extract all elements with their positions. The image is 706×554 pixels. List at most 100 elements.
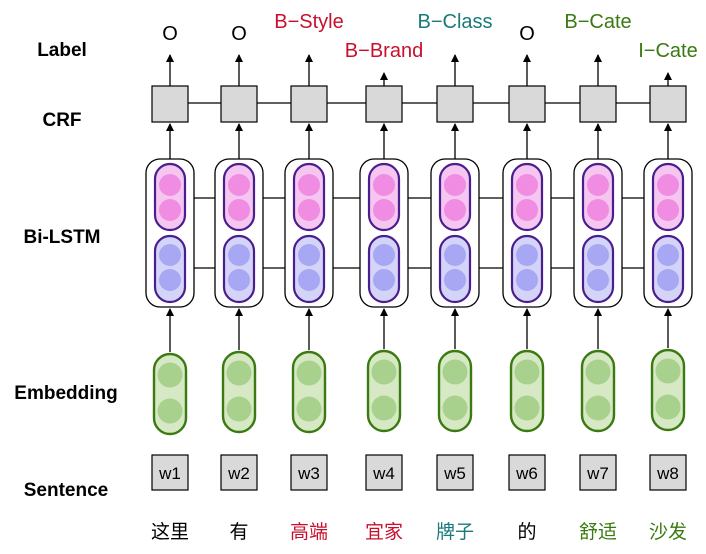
backward-unit: [516, 199, 538, 221]
embedding-unit: [585, 359, 611, 385]
row-label-sentence: Sentence: [24, 480, 108, 501]
crf-node: [365, 85, 403, 123]
embedding-unit: [442, 395, 468, 421]
backward-unit: [298, 199, 320, 221]
crf-node: [436, 85, 474, 123]
forward-unit: [516, 269, 538, 291]
word-token: w2: [227, 464, 250, 483]
word-token-box: [220, 454, 258, 491]
embedding-unit: [514, 395, 540, 421]
crf-node: [508, 85, 546, 123]
forward-unit: [444, 244, 466, 266]
row-label-crf: CRF: [42, 110, 81, 131]
forward-unit: [657, 269, 679, 291]
word-token-box: [290, 454, 328, 491]
backward-unit: [228, 174, 250, 196]
token-column: Ow1 这里: [145, 23, 195, 543]
word-token: w1: [158, 464, 181, 483]
backward-unit: [587, 174, 609, 196]
token-column: B−Class w5 牌子: [417, 11, 492, 543]
row-label-label: Label: [37, 40, 87, 61]
crf-node: [151, 85, 189, 123]
backward-unit: [298, 174, 320, 196]
token-column: I−Cate w8 沙发: [638, 40, 697, 543]
forward-unit: [587, 244, 609, 266]
embedding-unit: [296, 396, 322, 422]
embedding-unit: [585, 395, 611, 421]
word-token-box: [579, 454, 617, 491]
forward-unit: [159, 269, 181, 291]
embedding-unit: [655, 394, 681, 420]
word-token: w3: [297, 464, 320, 483]
embedding-unit: [296, 360, 322, 386]
backward-unit: [587, 199, 609, 221]
word-token-box: [649, 454, 687, 491]
chinese-word: 沙发: [649, 521, 687, 543]
backward-unit: [373, 174, 395, 196]
forward-unit: [373, 244, 395, 266]
backward-unit: [444, 174, 466, 196]
forward-unit: [373, 269, 395, 291]
embedding-unit: [157, 362, 183, 388]
chinese-word: 舒适: [579, 521, 617, 543]
word-token-box: [436, 454, 474, 491]
output-tag: B−Style: [274, 11, 343, 33]
embedding-unit: [226, 396, 252, 422]
output-tag: O: [231, 23, 247, 45]
forward-unit: [298, 244, 320, 266]
forward-unit: [444, 269, 466, 291]
embedding-unit: [157, 398, 183, 424]
output-tag: B−Class: [417, 11, 492, 33]
output-tag: O: [162, 23, 178, 45]
word-token: w4: [372, 464, 395, 483]
word-token-box: [508, 454, 546, 491]
chinese-word: 的: [517, 521, 536, 543]
forward-unit: [159, 244, 181, 266]
backward-unit: [159, 199, 181, 221]
row-label-embedding: Embedding: [14, 383, 117, 404]
crf-node: [220, 85, 258, 123]
backward-unit: [228, 199, 250, 221]
backward-unit: [373, 199, 395, 221]
crf-node: [290, 85, 328, 123]
token-column: Ow6 的: [502, 23, 552, 543]
chinese-word: 有: [229, 521, 248, 543]
chinese-word: 牌子: [436, 521, 474, 543]
row-label-bilstm: Bi-LSTM: [23, 227, 100, 248]
embedding-unit: [371, 395, 397, 421]
word-token-box: [151, 454, 189, 491]
chinese-word: 这里: [151, 521, 189, 543]
embedding-unit: [514, 359, 540, 385]
embedding-unit: [442, 359, 468, 385]
embedding-unit: [226, 360, 252, 386]
token-columns: Ow1 这里 Ow2 有 B−Style w3 高端 B−Brand w4 宜家 B−Class w5…: [145, 11, 698, 543]
output-tag: O: [519, 23, 535, 45]
chinese-word: 高端: [290, 521, 328, 543]
output-tag: I−Cate: [638, 40, 697, 62]
backward-unit: [657, 199, 679, 221]
word-token: w7: [586, 464, 609, 483]
word-token-box: [365, 454, 403, 491]
forward-unit: [228, 269, 250, 291]
token-column: B−Brand w4 宜家: [345, 40, 423, 543]
embedding-unit: [655, 358, 681, 384]
forward-unit: [228, 244, 250, 266]
token-column: Ow2 有: [214, 23, 264, 543]
token-column: B−Cate w7 舒适: [564, 11, 631, 543]
word-token: w8: [656, 464, 679, 483]
word-token: w6: [515, 464, 538, 483]
word-token: w5: [443, 464, 466, 483]
backward-unit: [657, 174, 679, 196]
forward-unit: [298, 269, 320, 291]
forward-unit: [516, 244, 538, 266]
chinese-word: 宜家: [365, 521, 403, 543]
crf-node: [579, 85, 617, 123]
crf-node: [649, 85, 687, 123]
output-tag: B−Brand: [345, 40, 423, 62]
forward-unit: [587, 269, 609, 291]
token-column: B−Style w3 高端: [274, 11, 343, 543]
embedding-unit: [371, 359, 397, 385]
backward-unit: [444, 199, 466, 221]
forward-unit: [657, 244, 679, 266]
output-tag: B−Cate: [564, 11, 631, 33]
